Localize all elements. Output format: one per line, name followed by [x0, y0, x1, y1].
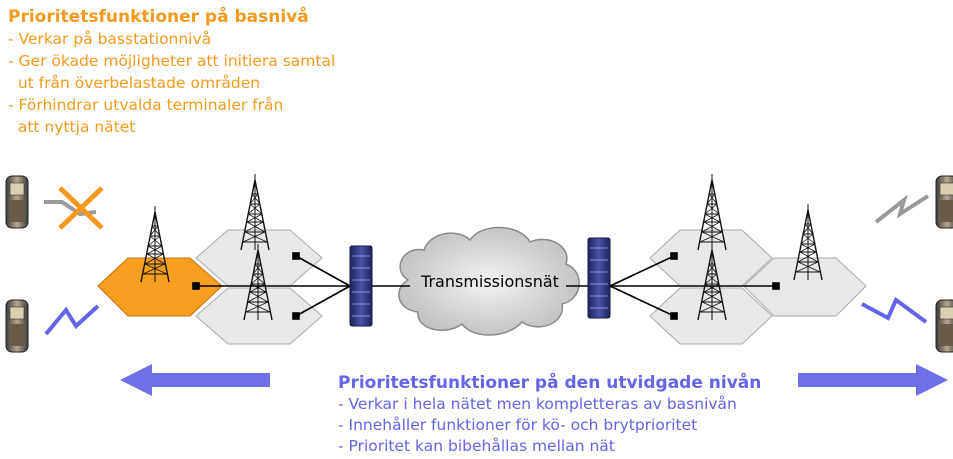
mobile-phone-icon [935, 175, 953, 229]
mobile-phone-icon [5, 175, 29, 229]
extended-level-title: Prioritetsfunktioner på den utvidgade ni… [338, 373, 762, 393]
extended-level-line: - Innehåller funktioner för kö- och bryt… [338, 416, 698, 434]
gray-cell [195, 287, 323, 345]
base-level-line: - Ger ökade möjligheter att initiera sam… [8, 52, 336, 70]
lightning-icon [861, 296, 928, 324]
mobile-phone-icon [935, 299, 953, 353]
base-level-text: Prioritetsfunktioner på basnivå - Verkar… [8, 6, 428, 138]
lightning-icon [874, 194, 930, 224]
gray-cell [649, 287, 773, 345]
gray-cell [743, 257, 867, 317]
server-icon [349, 245, 373, 327]
blocked-signal-icon [44, 186, 104, 230]
lightning-icon [44, 304, 100, 336]
base-level-line: ut från överbelastade områden [8, 74, 261, 92]
arrow-left-icon [120, 364, 270, 396]
extended-level-line: - Prioritet kan bibehållas mellan nät [338, 437, 615, 455]
right-links [609, 252, 780, 320]
extended-level-text: Prioritetsfunktioner på den utvidgade ni… [338, 372, 798, 457]
cloud-icon [398, 226, 580, 336]
cloud-label: Transmissionsnät [421, 272, 559, 291]
left-links [192, 252, 351, 320]
base-level-title: Prioritetsfunktioner på basnivå [8, 7, 309, 27]
base-level-line: att nyttja nätet [8, 118, 136, 136]
arrow-right-icon [798, 364, 948, 396]
base-level-line: - Verkar på basstationnivå [8, 30, 212, 48]
extended-level-line: - Verkar i hela nätet men kompletteras a… [338, 395, 737, 413]
server-icon [587, 237, 611, 319]
mobile-phone-icon [5, 299, 29, 353]
base-level-line: - Förhindrar utvalda terminaler från [8, 96, 284, 114]
